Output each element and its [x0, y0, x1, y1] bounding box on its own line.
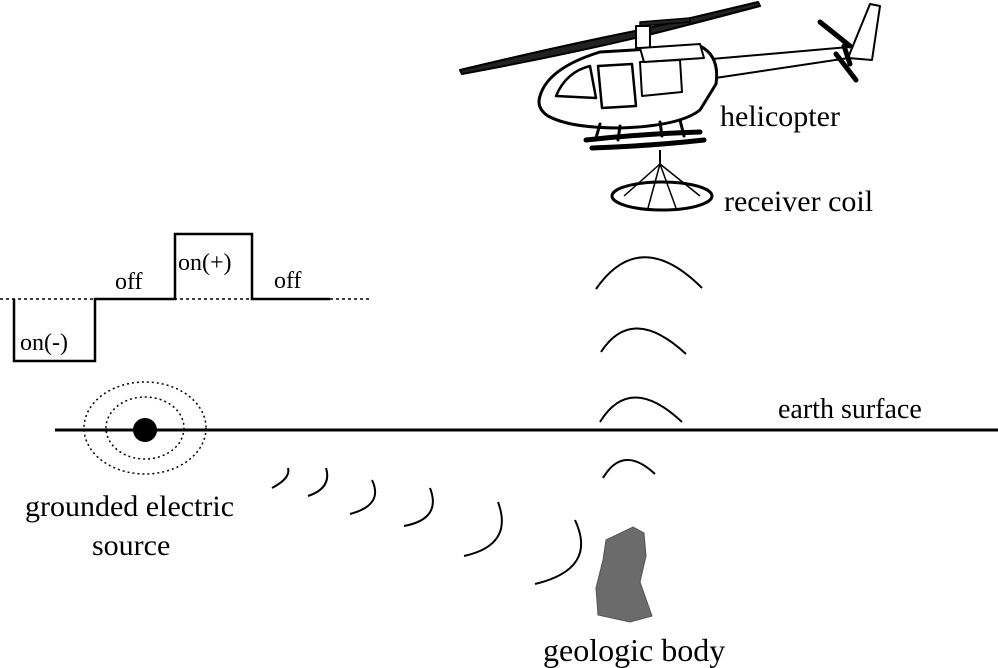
- geologic-body-label: geologic body: [543, 632, 725, 668]
- cockpit-window-1: [554, 64, 598, 100]
- helicopter-icon: [459, 1, 881, 151]
- secondary-arc-3: [600, 327, 687, 355]
- subsurface-arc-5: [463, 501, 503, 557]
- pulse-label-off-2: off: [274, 268, 302, 294]
- receiver-coil-label: receiver coil: [724, 185, 873, 218]
- geologic-body: [595, 526, 653, 623]
- earth-surface-label: earth surface: [778, 394, 922, 425]
- secondary-arc-1: [602, 458, 656, 479]
- grounded-source: [83, 381, 207, 475]
- field-ring-inner: [105, 396, 185, 460]
- source-label-line1: grounded electric: [25, 490, 234, 523]
- electrode-icon: [133, 418, 157, 442]
- pulse-label-on-positive: on(+): [178, 250, 232, 276]
- helicopter-label: helicopter: [720, 100, 840, 133]
- subsurface-arc-4: [403, 487, 434, 527]
- subsurface-arc-6: [534, 519, 583, 585]
- waveform-pulse-train: [12, 232, 330, 363]
- pulse-label-off-1: off: [115, 269, 143, 295]
- tail-fin: [847, 3, 881, 61]
- tail-boom: [699, 45, 863, 81]
- landing-skid: [583, 129, 703, 143]
- receiver-coil: [610, 150, 714, 212]
- secondary-arc-4: [595, 256, 703, 290]
- subsurface-arc-3: [349, 479, 377, 515]
- secondary-field-arcs: [595, 256, 703, 479]
- field-ring-outer: [83, 381, 207, 475]
- subsurface-arc-1: [271, 467, 290, 489]
- subsurface-arc-2: [307, 467, 329, 497]
- receiver-coil-loop: [610, 180, 714, 212]
- pulse-label-on-negative: on(-): [20, 330, 68, 356]
- tail-rotor: [817, 19, 859, 83]
- source-label-line2: source: [92, 529, 170, 562]
- subsurface-wave-arcs: [271, 467, 583, 585]
- secondary-arc-2: [599, 396, 683, 423]
- cockpit-window-2: [596, 62, 638, 110]
- cockpit-window-3: [639, 59, 683, 97]
